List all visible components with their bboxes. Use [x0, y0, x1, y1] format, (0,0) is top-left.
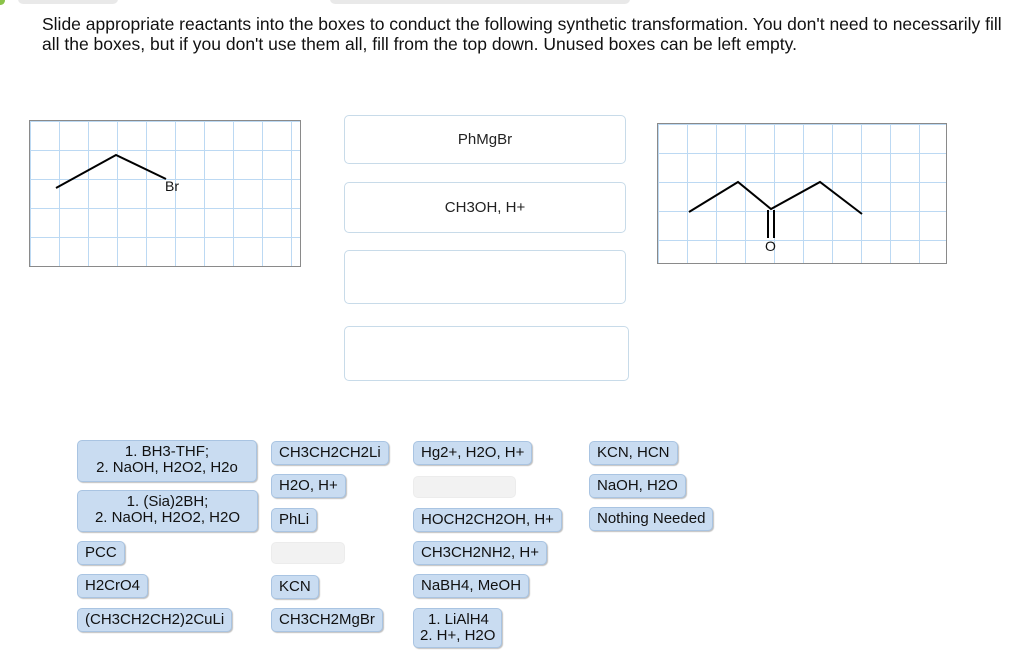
reagent-drop-box-3[interactable] — [344, 250, 626, 304]
reagent-tile-hg2[interactable]: Hg2+, H2O, H+ — [413, 441, 533, 465]
reagent-tile-propyllithium[interactable]: CH3CH2CH2Li — [271, 441, 389, 465]
reagent-tile-h2o-h[interactable]: H2O, H+ — [271, 474, 346, 498]
reagent-tile-phli[interactable]: PhLi — [271, 508, 318, 532]
reagent-drop-box-2[interactable]: CH3OH, H+ — [344, 182, 626, 233]
oxygen-atom-label: O — [765, 238, 776, 254]
reagent-tile-h2cro4[interactable]: H2CrO4 — [77, 574, 149, 598]
reagent-tile-ethylgrignard[interactable]: CH3CH2MgBr — [271, 608, 383, 632]
reagent-tile-sia2bh[interactable]: 1. (Sia)2BH; 2. NaOH, H2O2, H2O — [77, 490, 258, 532]
reagent-tile-kcn[interactable]: KCN — [271, 575, 319, 599]
reagent-tile-ethylamine[interactable]: CH3CH2NH2, H+ — [413, 541, 547, 565]
tile-line: 1. BH3-THF; — [124, 443, 210, 460]
reagent-tile-bh3-thf[interactable]: 1. BH3-THF; 2. NaOH, H2O2, H2o — [77, 440, 257, 482]
reagent-drop-box-4[interactable] — [344, 326, 629, 381]
starting-material-panel: Br — [29, 120, 301, 267]
reagent-tile-lialh4[interactable]: 1. LiAlH4 2. H+, H2O — [413, 608, 503, 648]
tile-line: 2. H+, H2O — [420, 627, 496, 644]
reagent-tile-nabh4[interactable]: NaBH4, MeOH — [413, 574, 530, 598]
header-strip — [0, 0, 1024, 6]
header-text-blur — [18, 0, 118, 4]
product-panel: O — [657, 123, 947, 264]
tile-line: 2. NaOH, H2O2, H2O — [94, 509, 241, 526]
header-text-blur — [330, 0, 630, 4]
empty-tile-slot — [413, 476, 516, 498]
tile-line: 1. (Sia)2BH; — [126, 493, 209, 510]
empty-tile-slot — [271, 542, 345, 564]
reagent-tile-naoh-h2o[interactable]: NaOH, H2O — [589, 474, 686, 498]
logo-icon — [0, 0, 5, 5]
bromine-atom-label: Br — [165, 178, 179, 194]
tile-line: 2. NaOH, H2O2, H2o — [96, 459, 238, 476]
reagent-tile-glycol[interactable]: HOCH2CH2OH, H+ — [413, 508, 562, 532]
reagent-tile-nothing-needed[interactable]: Nothing Needed — [589, 507, 714, 531]
reagent-drop-box-1[interactable]: PhMgBr — [344, 115, 626, 164]
instructions-text: Slide appropriate reactants into the box… — [42, 14, 1002, 54]
reagent-tile-pcc[interactable]: PCC — [77, 541, 125, 565]
bromopropane-structure-icon — [55, 153, 167, 189]
reagent-tile-cuprate[interactable]: (CH3CH2CH2)2CuLi — [77, 608, 233, 632]
reagent-tile-kcn-hcn[interactable]: KCN, HCN — [589, 441, 678, 465]
tile-line: 1. LiAlH4 — [428, 611, 489, 628]
pentanone-structure-icon — [688, 180, 863, 238]
